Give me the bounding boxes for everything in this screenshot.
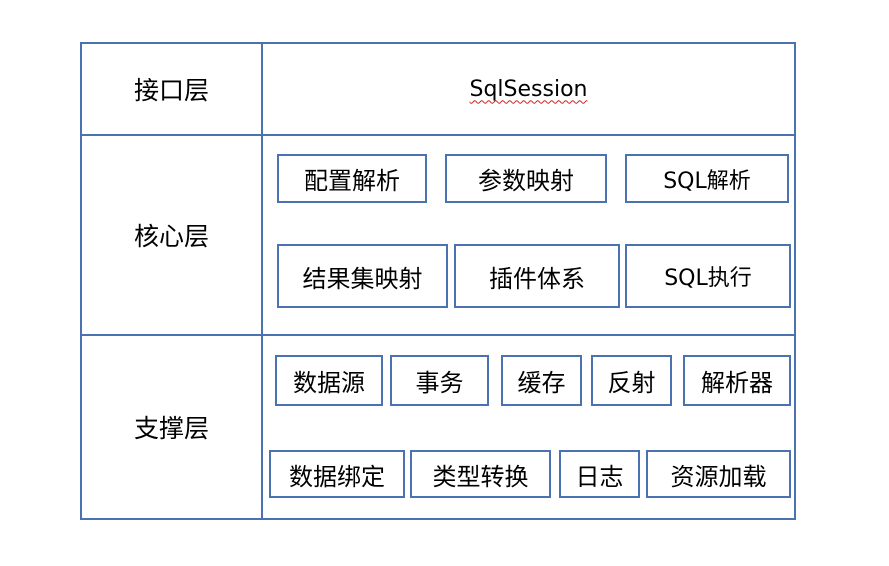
grid-column-divider xyxy=(261,42,263,520)
core-module-resultset-mapping: 结果集映射 xyxy=(277,244,448,308)
support-module-logging: 日志 xyxy=(559,450,640,498)
core-module-plugin-system: 插件体系 xyxy=(454,244,620,308)
support-module-transaction: 事务 xyxy=(390,355,489,406)
support-layer-label: 支撑层 xyxy=(133,414,209,443)
grid-top-border xyxy=(80,42,796,44)
grid-bottom-border xyxy=(80,518,796,520)
support-module-reflection: 反射 xyxy=(591,355,672,406)
support-module-cache: 缓存 xyxy=(501,355,582,406)
core-module-sql-parsing: SQL解析 xyxy=(625,154,789,203)
core-layer-label: 核心层 xyxy=(133,222,209,251)
support-module-type-conversion: 类型转换 xyxy=(410,450,551,498)
support-module-datasource: 数据源 xyxy=(275,355,383,406)
core-module-config-parsing: 配置解析 xyxy=(277,154,427,203)
sqlsession-text: SqlSession xyxy=(469,76,588,102)
core-module-sql-execution: SQL执行 xyxy=(625,244,791,308)
support-module-parser: 解析器 xyxy=(683,355,791,406)
support-module-data-binding: 数据绑定 xyxy=(269,450,405,498)
core-module-parameter-mapping: 参数映射 xyxy=(445,154,607,203)
support-module-resource-loading: 资源加载 xyxy=(646,450,791,498)
interface-layer-label: 接口层 xyxy=(133,76,209,105)
grid-left-border xyxy=(80,42,82,520)
interface-layer-content: SqlSession xyxy=(263,44,794,134)
architecture-diagram: 接口层 SqlSession 核心层 配置解析 参数映射 SQL解析 结果集映射… xyxy=(80,42,796,520)
grid-row-divider-2 xyxy=(80,334,796,336)
grid-row-divider-1 xyxy=(80,134,796,136)
grid-right-border xyxy=(794,42,796,520)
